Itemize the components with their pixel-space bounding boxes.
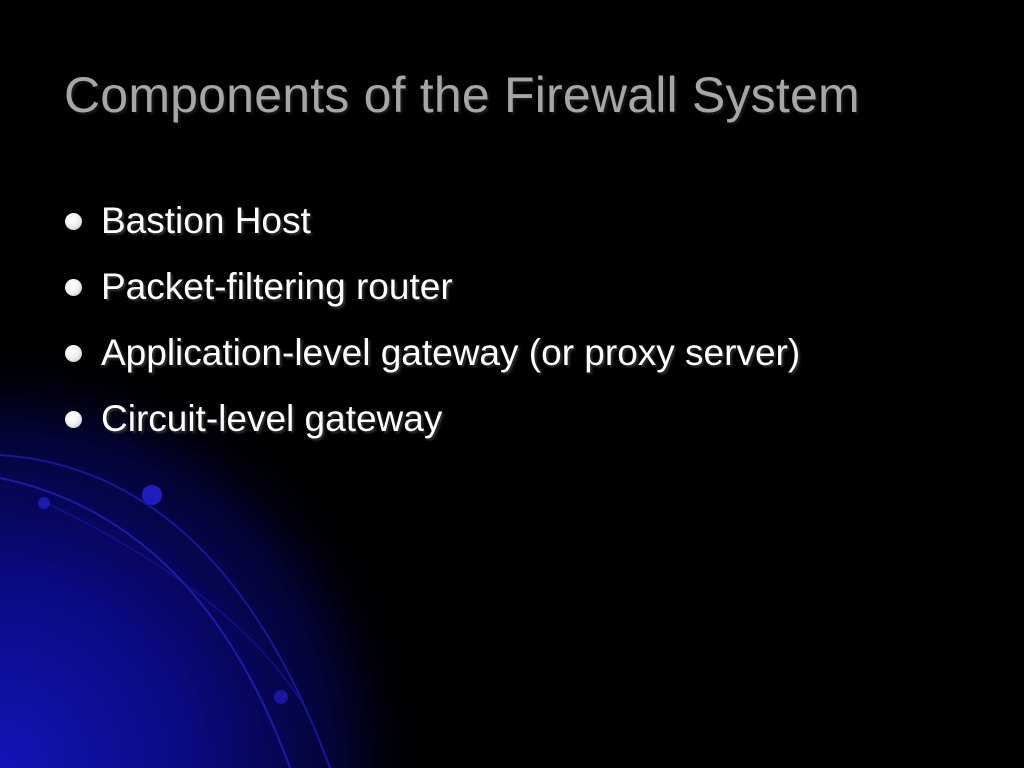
swoosh-inner	[39, 499, 301, 701]
decor-dot-1	[142, 485, 162, 505]
swoosh-middle	[0, 477, 291, 768]
bullet-item: Packet-filtering router	[64, 254, 800, 320]
bullet-text: Circuit-level gateway	[101, 398, 443, 439]
bullet-dot-icon	[65, 212, 82, 230]
bullet-item: Application-level gateway (or proxy serv…	[64, 320, 800, 386]
blue-glow	[0, 330, 480, 768]
decor-dot-3	[274, 690, 288, 704]
bullet-text: Packet-filtering router	[101, 266, 453, 307]
bullet-dot-icon	[65, 344, 82, 362]
slide-title: Components of the Firewall System	[64, 67, 860, 123]
bullet-item: Circuit-level gateway	[64, 386, 800, 452]
decor-dot-2	[38, 497, 50, 509]
bullet-list: Bastion Host Packet-filtering router App…	[64, 188, 800, 452]
bullet-dot-icon	[65, 278, 82, 296]
bullet-dot-icon	[65, 410, 82, 428]
bullet-item: Bastion Host	[64, 188, 800, 254]
swoosh-outer	[0, 454, 331, 768]
bullet-text: Bastion Host	[101, 200, 311, 241]
bullet-text: Application-level gateway (or proxy serv…	[101, 332, 801, 373]
